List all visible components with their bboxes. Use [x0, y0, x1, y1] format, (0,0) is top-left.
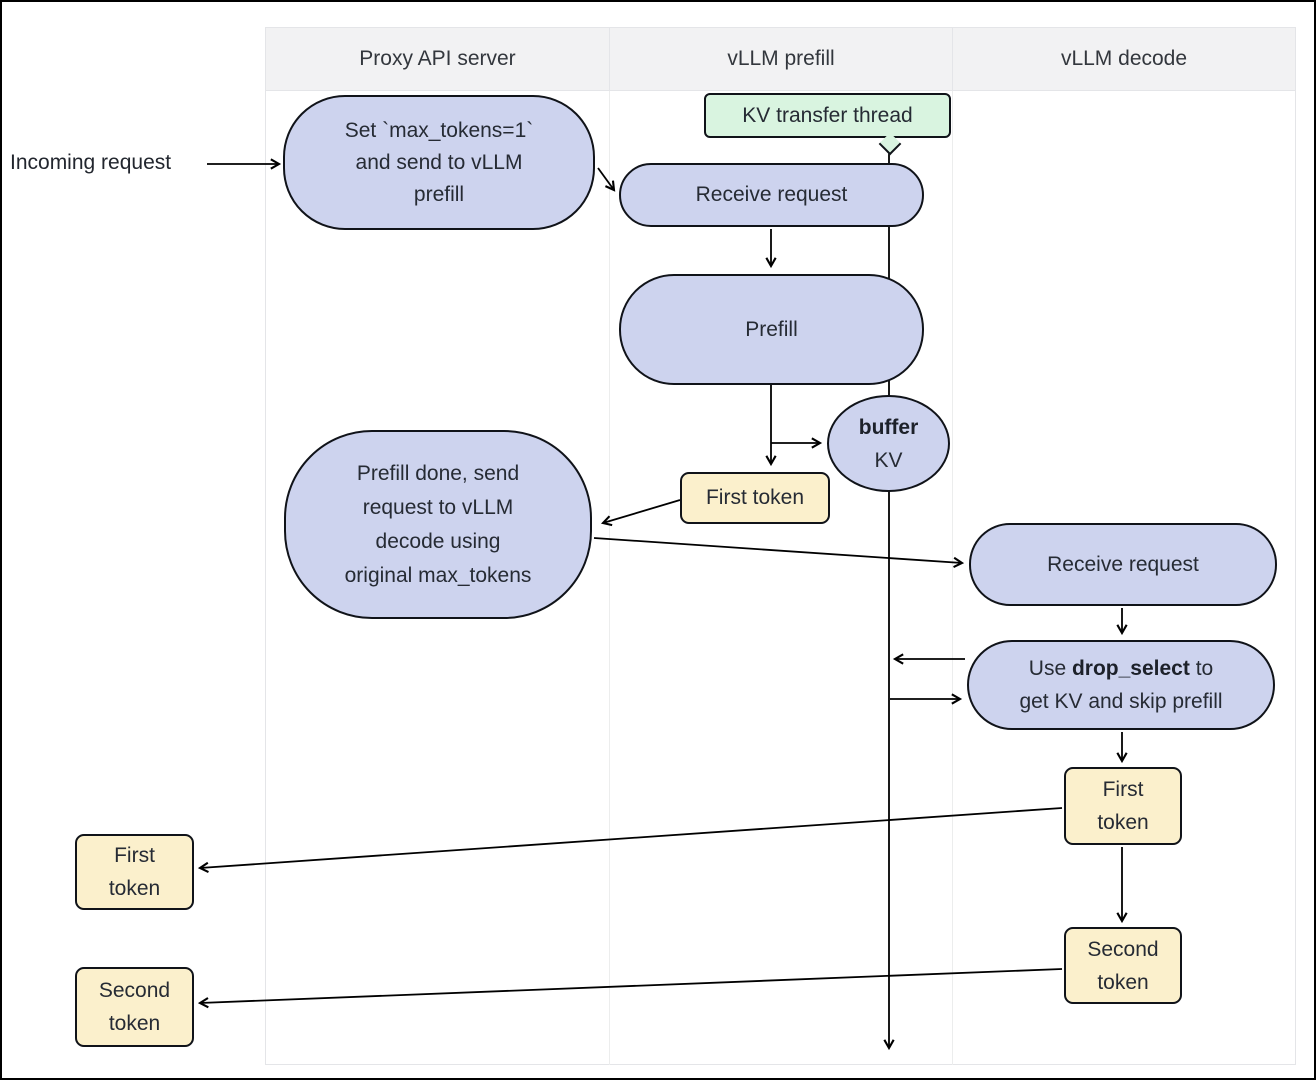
kv-transfer-thread-label: KV transfer thread [742, 103, 913, 127]
node-line: Prefill [745, 317, 798, 341]
lane-header-decode: vLLM decode [1060, 47, 1188, 70]
node-first-token-prefill: First token [680, 472, 830, 524]
node-buffer-kv: buffer KV [827, 395, 950, 492]
node-second-token-output: Second token [75, 967, 194, 1047]
node-line: Prefill done, send [356, 461, 520, 485]
node-line: KV [874, 448, 903, 472]
lane-header-prefill: vLLM prefill [610, 28, 953, 90]
node-line: token [1097, 970, 1149, 994]
node-set-max-tokens: Set `max_tokens=1` and send to vLLM pref… [283, 95, 595, 230]
node-first-token-output: First token [75, 834, 194, 910]
lane-separator-2 [952, 91, 953, 1065]
node-line: Second [98, 979, 171, 1002]
node-drop-select: Use drop_select to get KV and skip prefi… [967, 640, 1275, 730]
node-line: decode using [375, 529, 501, 553]
node-line: First token [705, 486, 805, 509]
node-line: and send to vLLM [355, 150, 523, 174]
node-line: First [114, 844, 155, 867]
node-line: First [1102, 778, 1144, 801]
node-line: request to vLLM [362, 495, 514, 519]
node-receive-request-prefill: Receive request [619, 163, 924, 227]
node-prefill-done: Prefill done, send request to vLLM decod… [284, 430, 592, 619]
node-line-part: drop_select [1071, 657, 1190, 680]
node-line: token [1097, 811, 1149, 834]
node-line-part: to [1189, 657, 1214, 680]
node-line: original max_tokens [344, 563, 532, 587]
node-first-token-decode: First token [1064, 767, 1182, 845]
node-second-token-decode: Second token [1064, 927, 1182, 1004]
node-line: Receive request [1047, 552, 1199, 576]
node-line: Receive request [695, 183, 848, 206]
node-line: get KV and skip prefill [1019, 690, 1223, 713]
node-line: Set `max_tokens=1` [344, 118, 534, 142]
node-line-part: Use [1028, 657, 1072, 680]
node-line: buffer [858, 415, 919, 439]
node-receive-request-decode: Receive request [969, 523, 1277, 606]
node-line: token [108, 1012, 161, 1035]
node-line: token [108, 877, 161, 900]
lane-separator-1 [609, 91, 610, 1065]
node-line: prefill [413, 182, 465, 206]
lane-header-row: Proxy API server vLLM prefill vLLM decod… [265, 27, 1296, 91]
incoming-request-label: Incoming request [10, 151, 172, 174]
node-line: Use drop_select to [1029, 652, 1213, 685]
node-line: Second [1087, 937, 1159, 961]
kv-transfer-thread-callout: KV transfer thread [704, 93, 951, 138]
node-prefill: Prefill [619, 274, 924, 385]
lane-header-proxy: Proxy API server [266, 28, 610, 90]
